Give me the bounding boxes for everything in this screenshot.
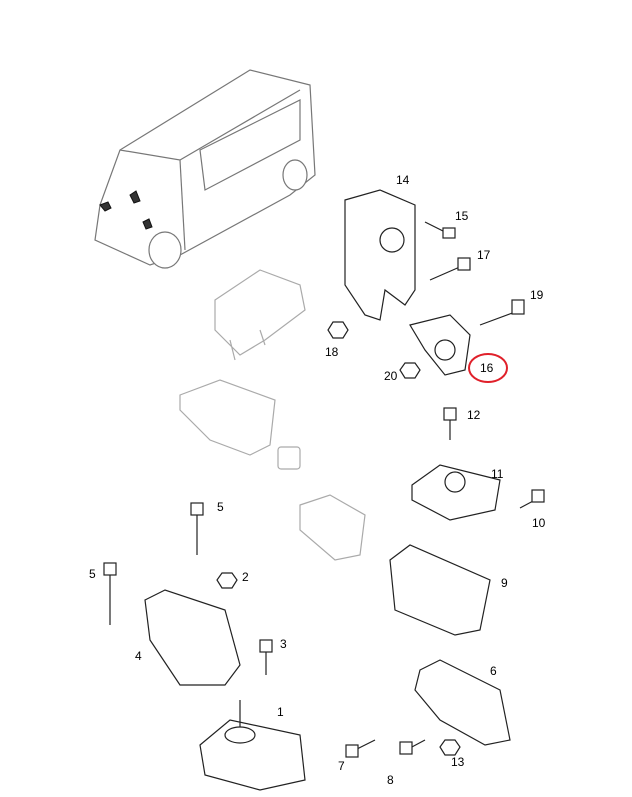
label-19[interactable]: 19: [530, 288, 544, 302]
van-illustration: [94, 69, 316, 269]
label-11[interactable]: 11: [491, 467, 504, 481]
label-5-upper[interactable]: 5: [217, 500, 224, 514]
label-3[interactable]: 3: [280, 637, 287, 651]
label-10[interactable]: 10: [532, 516, 546, 530]
label-7[interactable]: 7: [338, 759, 345, 773]
label-15[interactable]: 15: [455, 209, 469, 223]
label-14[interactable]: 14: [396, 173, 410, 187]
label-12[interactable]: 12: [467, 408, 481, 422]
label-13[interactable]: 13: [451, 755, 465, 769]
part-6-bracket: [414, 659, 511, 746]
label-6[interactable]: 6: [490, 664, 497, 678]
highlight-circle: [468, 353, 508, 383]
part-4-bracket: [144, 589, 241, 686]
label-5-lower[interactable]: 5: [89, 567, 96, 581]
label-2[interactable]: 2: [242, 570, 249, 584]
label-8[interactable]: 8: [387, 773, 394, 787]
label-17[interactable]: 17: [477, 248, 491, 262]
part-14-bracket: [344, 189, 416, 321]
label-20[interactable]: 20: [384, 369, 398, 383]
label-16[interactable]: 16: [480, 361, 494, 375]
bolts: [103, 221, 545, 758]
ghost-bracket-lower: [299, 494, 366, 561]
label-18[interactable]: 18: [325, 345, 339, 359]
part-9-bracket: [389, 544, 491, 636]
ghost-bracket-upper: [214, 269, 306, 361]
label-1[interactable]: 1: [277, 705, 284, 719]
label-4[interactable]: 4: [135, 649, 142, 663]
ghost-bracket-middle: [179, 379, 276, 456]
label-9[interactable]: 9: [501, 576, 508, 590]
